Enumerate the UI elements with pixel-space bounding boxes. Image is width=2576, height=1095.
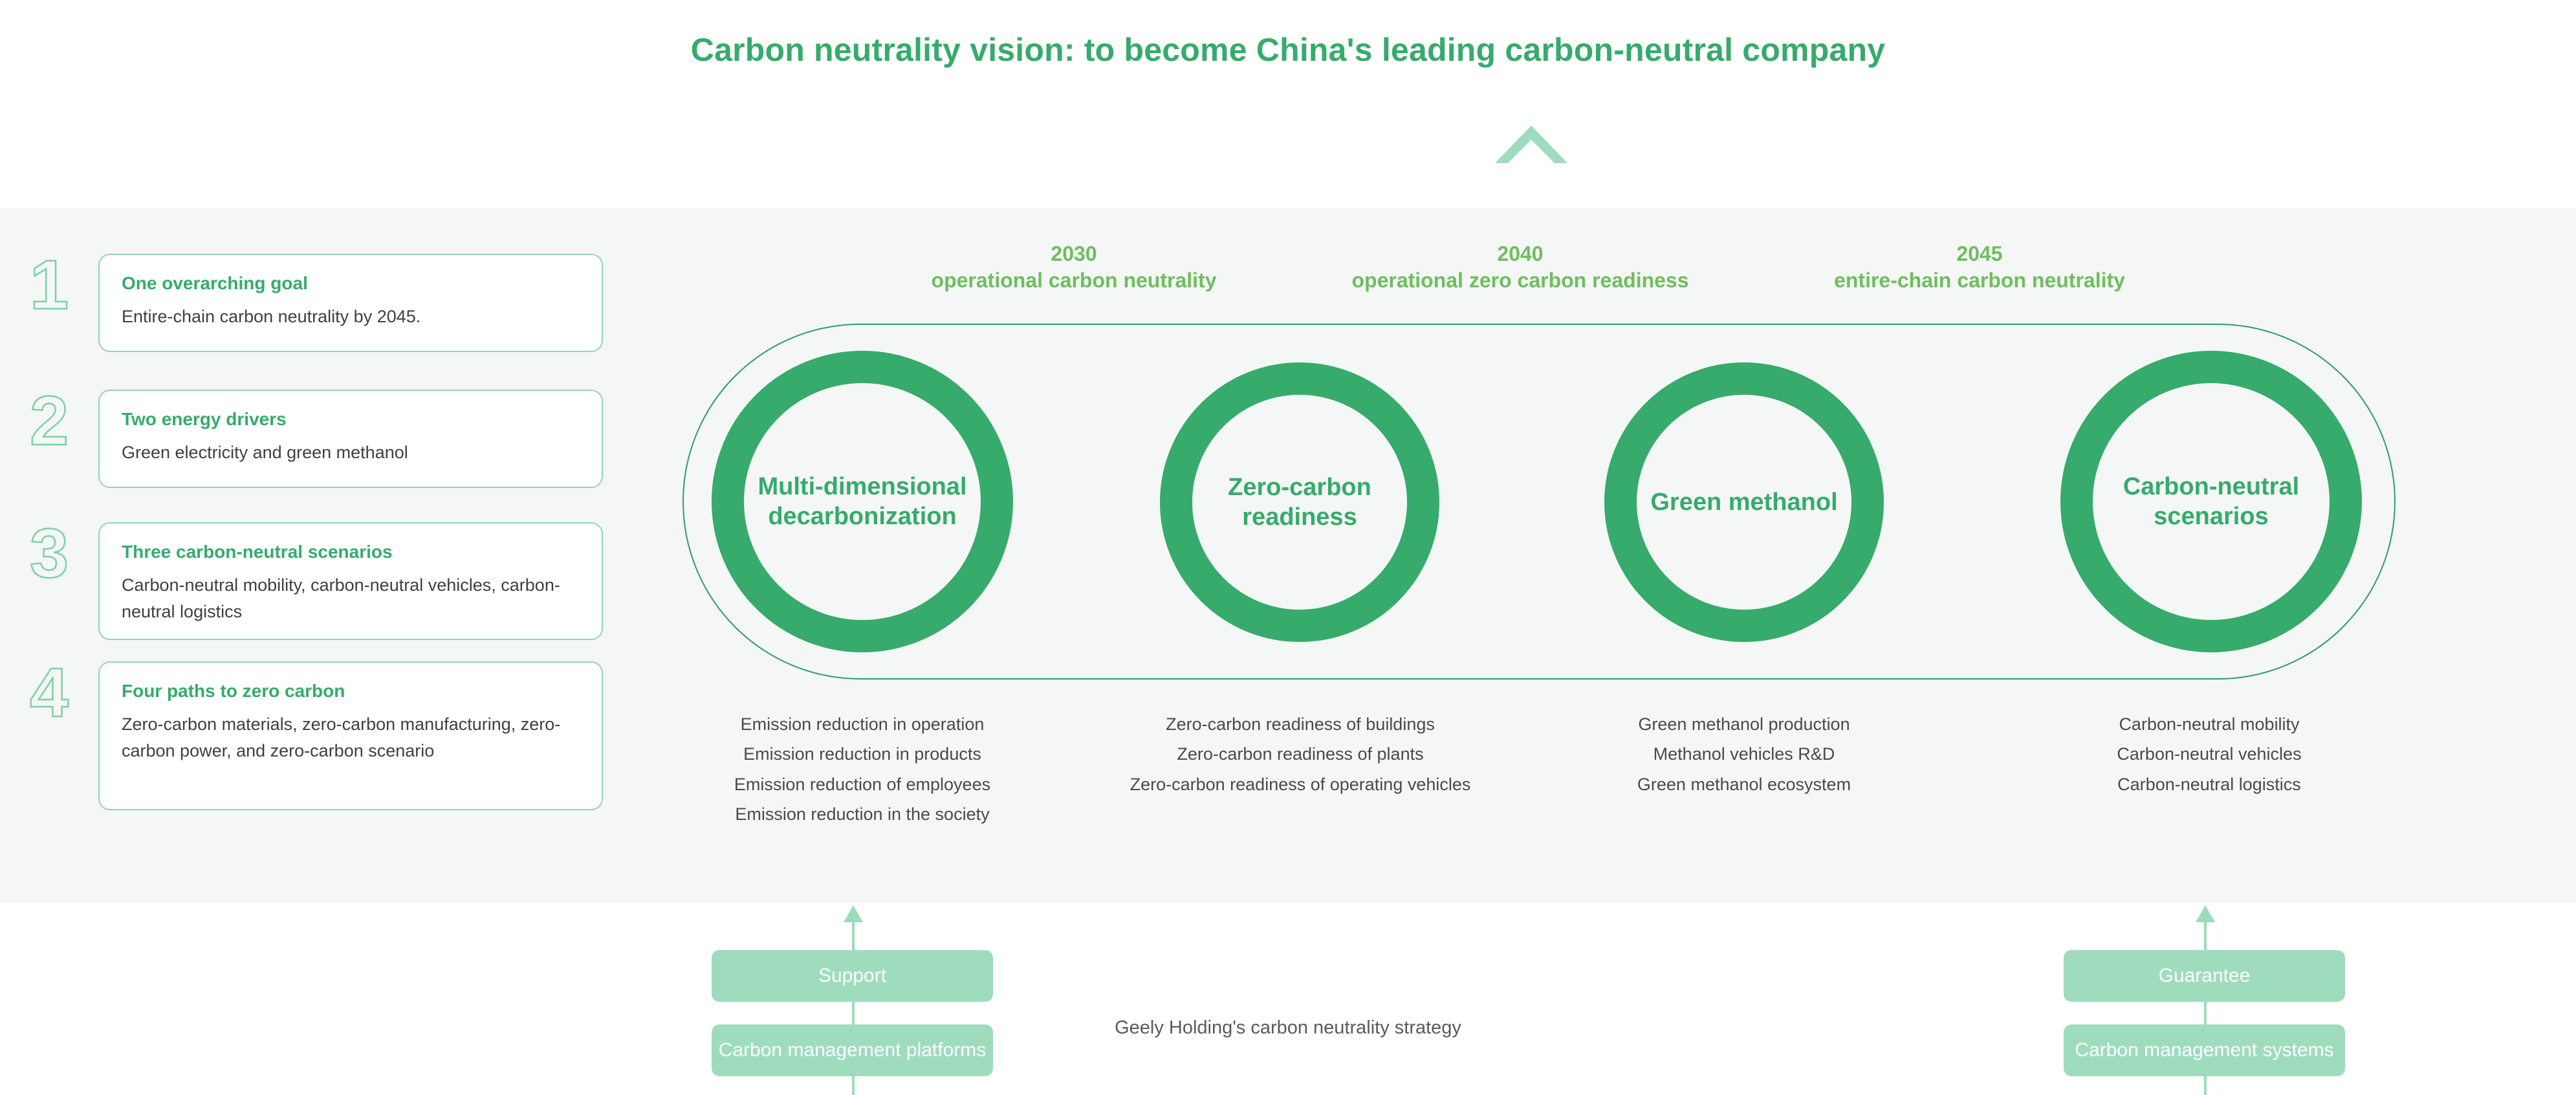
sidebar-card-title-2: Two energy drivers [122,409,287,429]
list-item: Emission reduction of employees [734,774,991,794]
page-title: Carbon neutrality vision: to become Chin… [690,32,1886,68]
sidebar-card-title-1: One overarching goal [122,273,308,293]
sidebar-number-3: 3 [29,514,70,592]
stage-circle-label-3: Green methanol [1650,488,1838,516]
milestone-2030: 2030 operational carbon neutrality [893,241,1255,294]
sidebar-number-2: 2 [29,381,70,459]
sidebar-card-body-3: Carbon-neutral mobility, carbon-neutral … [122,575,560,622]
stage-circle-label-4: Carbon-neutral scenarios [2123,472,2300,530]
sidebar: 1 One overarching goal Entire-chain carb… [0,208,621,903]
support-group: Support Carbon management platforms [712,903,996,1095]
sidebar-number-1: 1 [29,245,70,324]
stage-bullets-3: Green methanol production Methanol vehic… [1582,709,1906,799]
support-box-label: Support [818,964,887,986]
milestone-desc-2045: entire-chain carbon neutrality [1834,268,2125,292]
list-item: Zero-carbon readiness of buildings [1166,714,1435,734]
guarantee-arrow-head-icon [2196,905,2215,922]
milestone-2045: 2045 entire-chain carbon neutrality [1785,241,2174,294]
stage-bullets-1: Emission reduction in operation Emission… [688,709,1037,830]
carbon-management-systems-label: Carbon management systems [2075,1039,2334,1061]
milestone-year-2040: 2040 [1497,242,1544,265]
stage-circle-1[interactable]: Multi-dimensional decarbonization [712,351,1013,652]
list-item: Green methanol ecosystem [1637,774,1851,794]
list-item: Zero-carbon readiness of operating vehic… [1130,774,1471,794]
guarantee-box[interactable]: Guarantee [2064,950,2345,1002]
sidebar-card-title-3: Three carbon-neutral scenarios [122,542,393,562]
stage-pill-outline [682,324,2396,680]
stage-bullets-2: Zero-carbon readiness of buildings Zero-… [1090,709,1511,799]
sidebar-card-body-2: Green electricity and green methanol [122,443,408,462]
support-box[interactable]: Support [712,950,993,1002]
sidebar-card-2[interactable]: Two energy drivers Green electricity and… [98,390,603,488]
list-item: Carbon-neutral vehicles [2117,744,2302,764]
carbon-management-platforms-label: Carbon management platforms [718,1039,987,1061]
stage-circle-3[interactable]: Green methanol [1604,362,1884,642]
stage-circle-2[interactable]: Zero-carbon readiness [1160,362,1439,642]
sidebar-card-title-4: Four paths to zero carbon [122,681,345,701]
carbon-management-systems-box[interactable]: Carbon management systems [2064,1024,2345,1076]
guarantee-group: Guarantee Carbon management systems [2064,903,2348,1095]
stage-circle-4[interactable]: Carbon-neutral scenarios [2060,351,2362,652]
stage-circle-label-2: Zero-carbon readiness [1228,473,1371,531]
sidebar-card-body-1: Entire-chain carbon neutrality by 2045. [122,307,421,326]
support-arrow-head-icon [844,905,863,922]
sidebar-card-4[interactable]: Four paths to zero carbon Zero-carbon ma… [98,661,603,810]
guarantee-box-label: Guarantee [2158,964,2251,986]
carbon-management-platforms-box[interactable]: Carbon management platforms [712,1024,993,1076]
guarantee-arrow-line [2204,922,2207,1095]
list-item: Green methanol production [1638,714,1850,734]
milestone-year-2045: 2045 [1956,242,2003,265]
header-zone: Carbon neutrality vision: to become Chin… [0,0,2576,208]
list-item: Emission reduction in operation [740,714,985,734]
sidebar-number-4: 4 [29,653,70,731]
footer-caption: Geely Holding's carbon neutrality strate… [1115,1017,1461,1038]
list-item: Emission reduction in the society [735,804,990,824]
sidebar-card-body-4: Zero-carbon materials, zero-carbon manuf… [122,714,561,761]
list-item: Emission reduction in products [743,744,981,764]
list-item: Methanol vehicles R&D [1653,744,1835,764]
support-arrow-line [852,922,855,1095]
milestone-desc-2030: operational carbon neutrality [931,268,1217,292]
milestone-desc-2040: operational zero carbon readiness [1351,268,1689,292]
list-item: Carbon-neutral mobility [2119,714,2300,734]
list-item: Zero-carbon readiness of plants [1177,744,1424,764]
sidebar-card-1[interactable]: One overarching goal Entire-chain carbon… [98,254,603,352]
sidebar-card-3[interactable]: Three carbon-neutral scenarios Carbon-ne… [98,522,603,640]
milestone-2040: 2040 operational zero carbon readiness [1313,241,1727,294]
list-item: Carbon-neutral logistics [2117,774,2301,794]
stage-bullets-4: Carbon-neutral mobility Carbon-neutral v… [2044,709,2374,799]
milestone-year-2030: 2030 [1051,242,1097,265]
stage-circle-label-1: Multi-dimensional decarbonization [758,472,967,530]
